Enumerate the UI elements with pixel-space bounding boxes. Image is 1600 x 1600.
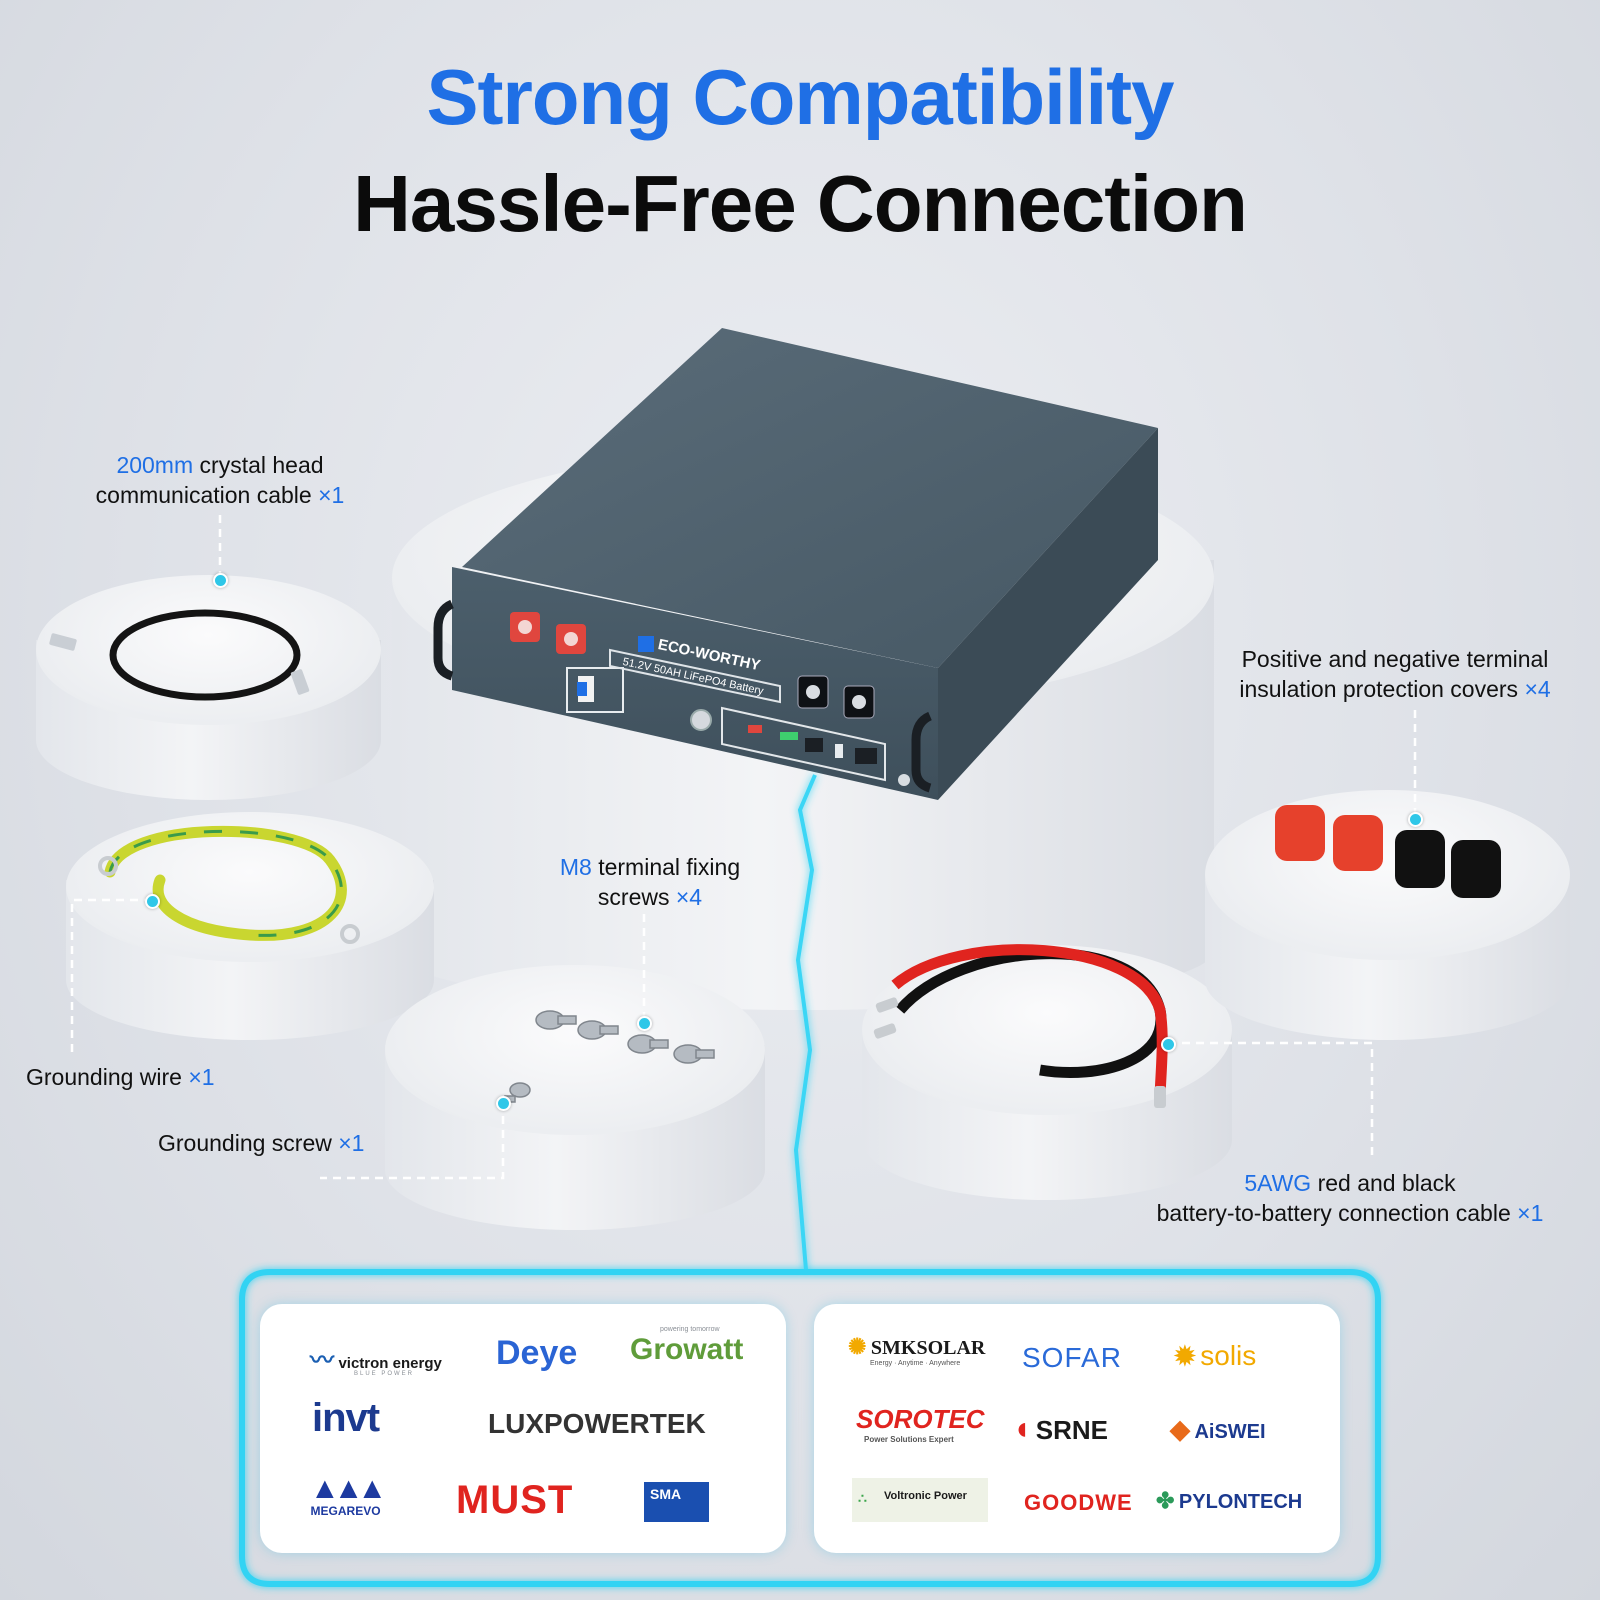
io-panel <box>721 706 886 782</box>
victron-wave-icon: 〰 <box>310 1347 334 1374</box>
battery-cable-item <box>873 944 1168 1108</box>
communication-cable-item <box>49 609 310 701</box>
brand-victron-energy: 〰 victron energy BLUE POWER <box>310 1347 442 1377</box>
brand-panel-left: 〰 victron energy BLUE POWER Deye powerin… <box>260 1304 786 1553</box>
terminal-screws-item <box>535 1010 715 1064</box>
brand-luxpowertek: LUXPOWERTEK <box>488 1408 706 1439</box>
headline-connection: Hassle-Free Connection <box>353 159 1248 248</box>
voltronic-dots-icon: ∴ <box>858 1490 867 1506</box>
brand-invt: invt <box>312 1396 380 1440</box>
right-handle <box>911 711 933 793</box>
label-battery-cable: 5AWG red and black battery-to-battery co… <box>1156 1170 1544 1226</box>
solis-sun-icon: ✹ <box>1174 1341 1196 1371</box>
label-terminal-covers: Positive and negative terminal insulatio… <box>1239 646 1551 702</box>
battery-top <box>462 328 1158 668</box>
brand-logo-square <box>638 636 654 652</box>
pointer-dot-covers <box>1408 812 1423 827</box>
smk-sun-icon: ✺ <box>848 1334 867 1359</box>
leader-lines <box>70 515 1417 1180</box>
left-handle <box>433 599 455 681</box>
brand-smk-solar: ✺ SMKSOLAR Energy · Anytime · Anywhere <box>848 1334 986 1367</box>
pointer-dot-wire <box>145 894 160 909</box>
megarevo-mark-icon: ▲▲▲ <box>310 1472 387 1505</box>
pylontech-flower-icon: ✤ <box>1156 1488 1175 1513</box>
headline-compatibility: Strong Compatibility <box>426 53 1175 141</box>
power-button <box>690 709 712 731</box>
brand-goodwe: GOODWE <box>1024 1490 1133 1515</box>
brand-panel-right: ✺ SMKSOLAR Energy · Anytime · Anywhere S… <box>814 1304 1340 1553</box>
pointer-dot-battery-cable <box>1161 1037 1176 1052</box>
battery-unit <box>433 328 1158 800</box>
brand-deye: Deye <box>496 1334 578 1372</box>
label-grounding-wire: Grounding wire ×1 <box>26 1064 215 1090</box>
pointer-dot-cable <box>213 573 228 588</box>
brand-sorotec: SOROTEC Power Solutions Expert <box>856 1404 985 1444</box>
pointer-dot-ground-screw <box>496 1096 511 1111</box>
pointer-dot-screws <box>637 1016 652 1031</box>
brand-voltronic-power: ∴ Voltronic Power <box>852 1478 988 1522</box>
brand-growatt: powering tomorrow Growatt <box>630 1326 744 1366</box>
brand-aiswei: ◆ AiSWEI <box>1170 1414 1266 1444</box>
label-comm-cable: 200mm crystal head communication cable ×… <box>95 452 345 508</box>
terminal-covers-item <box>1275 805 1501 898</box>
pedestal-covers <box>1205 790 1570 960</box>
brand-megarevo: ▲▲▲ MEGAREVO <box>310 1472 387 1519</box>
brand-solis: ✹ solis <box>1174 1340 1257 1371</box>
label-grounding-screw: Grounding screw ×1 <box>158 1130 365 1156</box>
brand-sofar: SOFAR <box>1022 1342 1122 1373</box>
brand-must: MUST <box>456 1478 574 1522</box>
aiswei-mark-icon: ◆ <box>1170 1414 1190 1444</box>
brand-sma: SMA <box>644 1482 710 1522</box>
battery-side <box>938 428 1158 800</box>
compatibility-glow-frame <box>239 774 1381 1587</box>
model-label-frame <box>609 648 781 704</box>
srne-flame-icon: ◖ <box>1012 1410 1032 1446</box>
brand-pylontech: ✤ PYLONTECH <box>1156 1488 1303 1513</box>
breaker-frame <box>566 667 624 713</box>
grounding-wire-item <box>98 825 360 944</box>
label-terminal-screws: M8 terminal fixing screws ×4 <box>559 854 741 910</box>
brand-srne: ◖ SRNE <box>1012 1410 1109 1446</box>
